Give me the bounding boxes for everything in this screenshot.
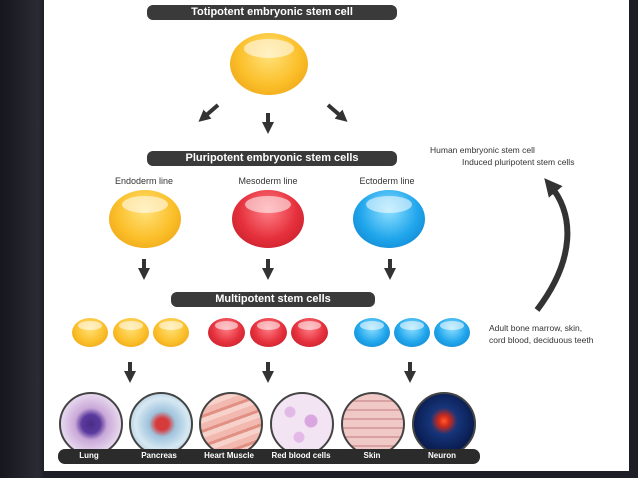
tissue-label-skin: Skin (363, 451, 381, 460)
tissue-label-pancreas: Pancreas (141, 451, 177, 460)
tissue-label-bar (58, 449, 480, 464)
endoderm-cell (109, 190, 181, 248)
multipotent-ectoderm-cell (394, 318, 430, 347)
tissue-label-neuron: Neuron (428, 451, 456, 460)
arrow-down-right (326, 103, 348, 122)
multipotent-ectoderm-cell (354, 318, 390, 347)
mesoderm-cell (232, 190, 304, 248)
pluripotent-note-2: Induced pluripotent stem cells (462, 157, 575, 167)
tissue-label-heart-muscle: Heart Muscle (204, 451, 254, 460)
neuron-tissue-image (412, 392, 476, 456)
pancreas-tissue-image (129, 392, 193, 456)
multipotent-endoderm-cell (72, 318, 108, 347)
tissue-label-lung: Lung (79, 451, 99, 460)
multipotent-note-1: Adult bone marrow, skin, (489, 323, 583, 333)
ectoderm-cell (353, 190, 425, 248)
multipotent-mesoderm-cell (250, 318, 287, 347)
pluripotent-note-1: Human embryonic stem cell (430, 145, 535, 155)
arrow-down-left (198, 103, 220, 122)
reprogramming-arrow (534, 178, 571, 312)
lung-tissue-image (59, 392, 123, 456)
endoderm-label: Endoderm line (114, 176, 174, 186)
totipotent-cell (230, 33, 308, 95)
multipotent-mesoderm-cell (291, 318, 328, 347)
multipotent-note-2: cord blood, deciduous teeth (489, 335, 594, 345)
multipotent-mesoderm-cell (208, 318, 245, 347)
multipotent-endoderm-cell (113, 318, 149, 347)
red-blood-cells-tissue-image (270, 392, 334, 456)
heart-muscle-tissue-image (199, 392, 263, 456)
mesoderm-label: Mesoderm line (238, 176, 298, 186)
ectoderm-label: Ectoderm line (359, 176, 415, 186)
multipotent-ectoderm-cell (434, 318, 470, 347)
multipotent-stage-bar: Multipotent stem cells (171, 292, 375, 307)
multipotent-endoderm-cell (153, 318, 189, 347)
pluripotent-stage-bar: Pluripotent embryonic stem cells (147, 151, 397, 166)
skin-tissue-image (341, 392, 405, 456)
totipotent-stage-bar: Totipotent embryonic stem cell (147, 5, 397, 20)
tissue-label-red-blood-cells: Red blood cells (271, 451, 331, 460)
